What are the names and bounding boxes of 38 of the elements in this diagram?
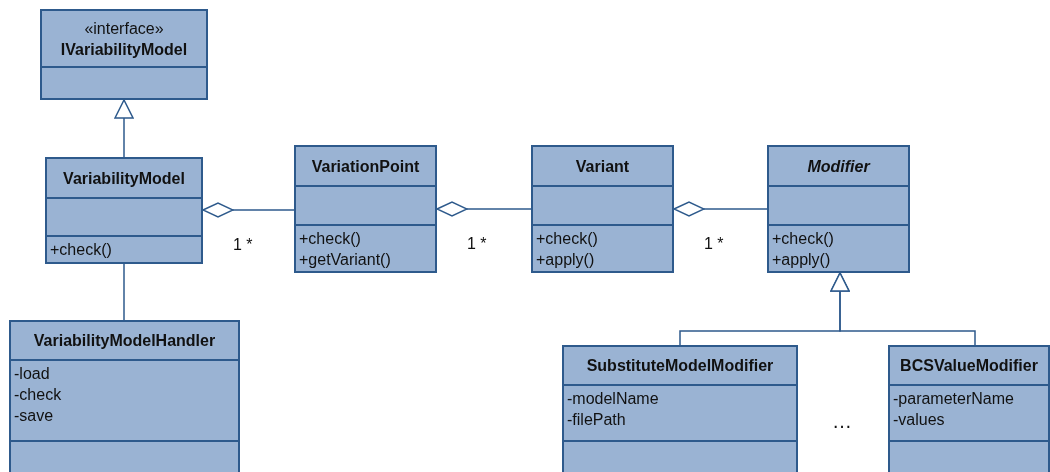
operation: +check() [299,229,362,249]
attribute: -modelName [567,389,660,409]
attribute: -values [893,410,946,430]
class-box [45,157,203,264]
class-name: SubstituteModelModifier [586,356,774,376]
class-box [294,145,437,273]
attribute: -filePath [567,410,627,430]
association-line [123,263,125,321]
operation: +check() [536,229,599,249]
class-name: VariabilityModelHandler [33,331,216,351]
generalization-arrow [114,99,134,158]
class-name: VariationPoint [311,156,420,177]
operation: +check() [772,229,835,249]
operation: +getVariant() [299,250,392,270]
class-name: Modifier [807,156,870,177]
class-name: BCSValueModifier [900,356,1038,376]
aggregation-line [436,201,532,217]
attribute: -check [14,385,63,405]
operation: +check() [50,240,113,260]
attribute: -save [14,406,55,426]
class-box [562,345,798,472]
operation: +apply() [772,250,832,270]
class-name: VariabilityModel [63,168,185,189]
class-box [40,9,208,100]
class-box [888,345,1050,472]
class-box [531,145,674,273]
class-name: IVariabilityModel [60,39,188,60]
operation: +apply() [536,250,596,270]
aggregation-line [673,201,768,217]
class-box [767,145,910,273]
generalization-arrow [830,272,976,346]
attribute: -load [14,364,51,384]
class-name: Variant [575,156,630,177]
class-box [9,320,240,472]
ellipsis: … [831,410,853,433]
stereotype: «interface» [84,18,164,39]
aggregation-line [202,202,295,218]
attribute: -parameterName [893,389,1015,409]
